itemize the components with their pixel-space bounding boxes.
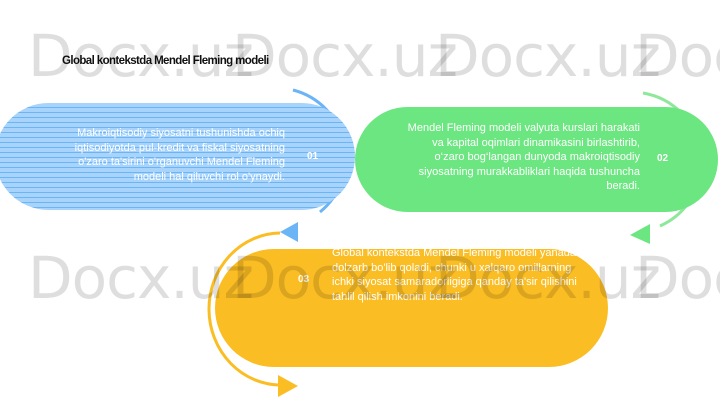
step-text: Makroiqtisodiy siyosatni tushunishda och… bbox=[74, 127, 285, 183]
step-text: Global kontekstda Mendel Fleming modeli … bbox=[332, 247, 577, 303]
yellow-arc bbox=[207, 231, 283, 387]
step-01-card: Makroiqtisodiy siyosatni tushunishda och… bbox=[0, 103, 355, 210]
step-text: Mendel Fleming modeli valyuta kurslari h… bbox=[407, 122, 640, 192]
blue-arrowhead-icon bbox=[280, 222, 298, 242]
page-title: Global kontekstda Mendel Fleming modeli bbox=[62, 55, 269, 67]
step-number: 02 bbox=[657, 153, 669, 164]
yellow-arrowhead-icon bbox=[278, 375, 298, 397]
step-02-card: Mendel Fleming modeli valyuta kurslari h… bbox=[355, 107, 718, 212]
step-number: 03 bbox=[298, 274, 310, 285]
step-03-card: Global kontekstda Mendel Fleming modeli … bbox=[215, 247, 608, 367]
green-arrowhead-icon bbox=[630, 224, 650, 244]
step-number: 01 bbox=[307, 151, 319, 162]
